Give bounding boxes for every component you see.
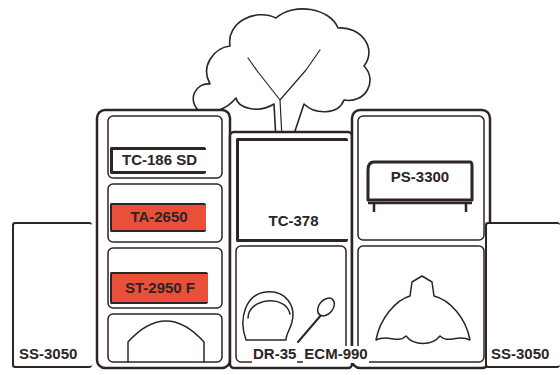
model-label: ECM-990 bbox=[303, 346, 368, 363]
model-number: TC-378 bbox=[268, 213, 318, 230]
cabinet-middle-column bbox=[230, 132, 352, 368]
headphones bbox=[248, 301, 290, 318]
shelf-compartment bbox=[358, 116, 484, 240]
shelf-compartment bbox=[236, 246, 346, 362]
turntable-base bbox=[368, 203, 472, 212]
model-number: TA-2650 bbox=[130, 209, 187, 226]
model-label: DR-35 bbox=[252, 346, 297, 363]
turntable-plinth bbox=[368, 162, 472, 200]
model-number: SS-3050 bbox=[19, 346, 77, 363]
microphone-handle bbox=[298, 314, 322, 342]
shelf-compartment bbox=[108, 248, 222, 308]
speaker-box: SS-3050 bbox=[12, 222, 92, 368]
shelf-compartment bbox=[108, 314, 222, 362]
microphone-head bbox=[314, 295, 338, 319]
shelf-compartment bbox=[108, 116, 222, 178]
speaker-box: SS-3050 bbox=[485, 222, 560, 368]
cassette-deck-box: TC-186 SD bbox=[110, 147, 206, 174]
amplifier-box: TA-2650 bbox=[110, 203, 206, 232]
model-number: PS-3300 bbox=[391, 169, 449, 186]
arch-ornament bbox=[128, 321, 204, 362]
tuner-box: ST-2950 F bbox=[110, 272, 208, 304]
model-number: ST-2950 F bbox=[125, 280, 195, 297]
lamp-ornament bbox=[376, 276, 470, 344]
shelf-compartment bbox=[108, 184, 222, 242]
model-number: TC-186 SD bbox=[122, 152, 197, 169]
shelf-compartment bbox=[358, 246, 484, 362]
cabinet-left-column bbox=[97, 110, 230, 368]
cabinet-right-column bbox=[352, 110, 490, 368]
tape-deck-box: TC-378 bbox=[236, 138, 348, 242]
head-silhouette bbox=[243, 292, 293, 340]
plant-branches bbox=[248, 50, 320, 138]
turntable: PS-3300 bbox=[366, 160, 474, 214]
model-number: SS-3050 bbox=[491, 346, 549, 363]
